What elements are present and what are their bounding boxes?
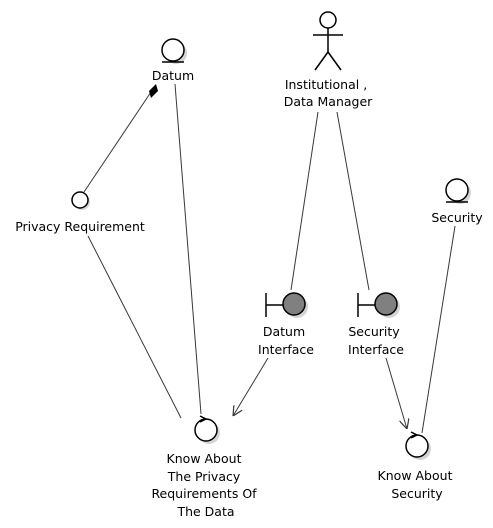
edge-securityinterface-to-knowsecurity xyxy=(385,357,407,429)
edge-privacy-to-knowprivacy xyxy=(87,235,182,419)
boundary-icon xyxy=(357,292,400,318)
interface-circle-icon xyxy=(71,191,89,209)
edge-datum-to-knowprivacy xyxy=(174,83,202,415)
edge-actor-to-securityinterface xyxy=(336,111,370,291)
composition-diamond xyxy=(149,84,158,98)
actor-label: Institutional , Data Manager xyxy=(284,77,373,109)
know-privacy-control[interactable]: Know About The Privacy Requirements Of T… xyxy=(151,415,260,519)
know-security-label: Know About Security xyxy=(378,468,457,501)
security-label: Security xyxy=(431,210,483,225)
edge-actor-to-datuminterface xyxy=(290,111,319,291)
datum-interface-label: Datum Interface xyxy=(258,324,314,357)
datum-interface-boundary[interactable]: Datum Interface xyxy=(258,292,314,357)
privacy-requirement-node[interactable]: Privacy Requirement xyxy=(15,191,145,234)
actor-node[interactable]: Institutional , Data Manager xyxy=(284,11,373,109)
security-entity[interactable]: Security xyxy=(431,178,483,225)
entity-icon xyxy=(161,38,185,62)
control-icon xyxy=(194,415,220,444)
datum-label: Datum xyxy=(152,68,194,83)
edges xyxy=(83,83,456,434)
know-security-control[interactable]: Know About Security xyxy=(378,431,457,501)
edge-privacy-to-datum xyxy=(83,91,152,193)
boundary-icon xyxy=(265,292,308,318)
security-interface-boundary[interactable]: Security Interface xyxy=(348,292,404,357)
entity-icon xyxy=(445,178,469,202)
edge-datuminterface-to-knowprivacy xyxy=(233,357,269,416)
datum-entity[interactable]: Datum xyxy=(152,38,194,83)
privacy-requirement-label: Privacy Requirement xyxy=(15,219,145,234)
know-privacy-label: Know About The Privacy Requirements Of T… xyxy=(151,451,260,519)
security-interface-label: Security Interface xyxy=(348,324,404,357)
control-icon xyxy=(405,431,431,460)
actor-icon xyxy=(313,11,343,71)
edge-security-to-knowsecurity xyxy=(421,225,456,434)
